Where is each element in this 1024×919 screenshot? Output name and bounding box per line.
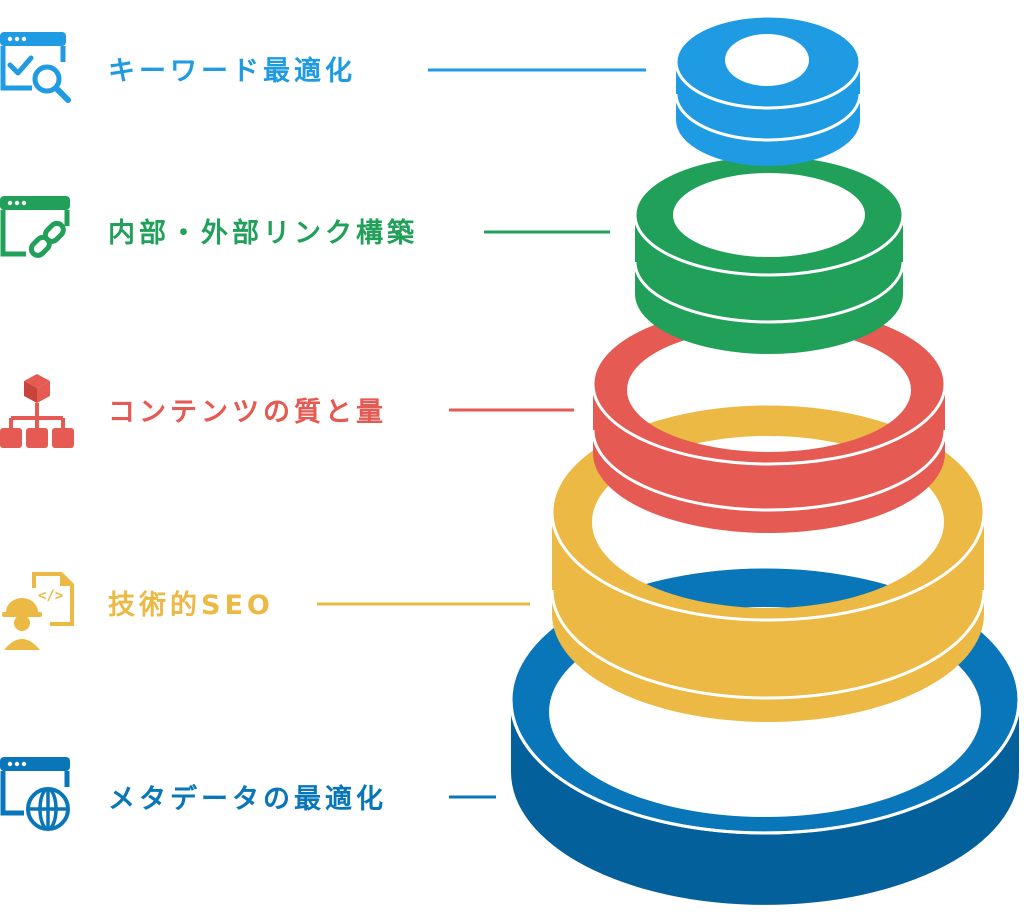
svg-text:</>: </>	[38, 588, 63, 604]
layer-label-links: 内部・外部リンク構築	[108, 217, 418, 249]
content-hierarchy-icon	[0, 374, 74, 448]
browser-globe-icon	[0, 757, 70, 831]
engineer-code-icon: </>	[2, 572, 74, 650]
layer-label-content: コンテンツの質と量	[108, 397, 387, 428]
layer-label-meta: メタデータの最適化	[108, 783, 387, 815]
ring-keyword-optimization	[674, 14, 862, 166]
ring-link-building	[633, 153, 905, 354]
layer-label-keyword: キーワード最適化	[108, 55, 356, 87]
ring-content-quality	[591, 302, 947, 533]
browser-check-search-icon	[0, 32, 71, 103]
layer-label-technical: 技術的SEO	[108, 589, 274, 621]
browser-link-icon	[0, 196, 70, 258]
